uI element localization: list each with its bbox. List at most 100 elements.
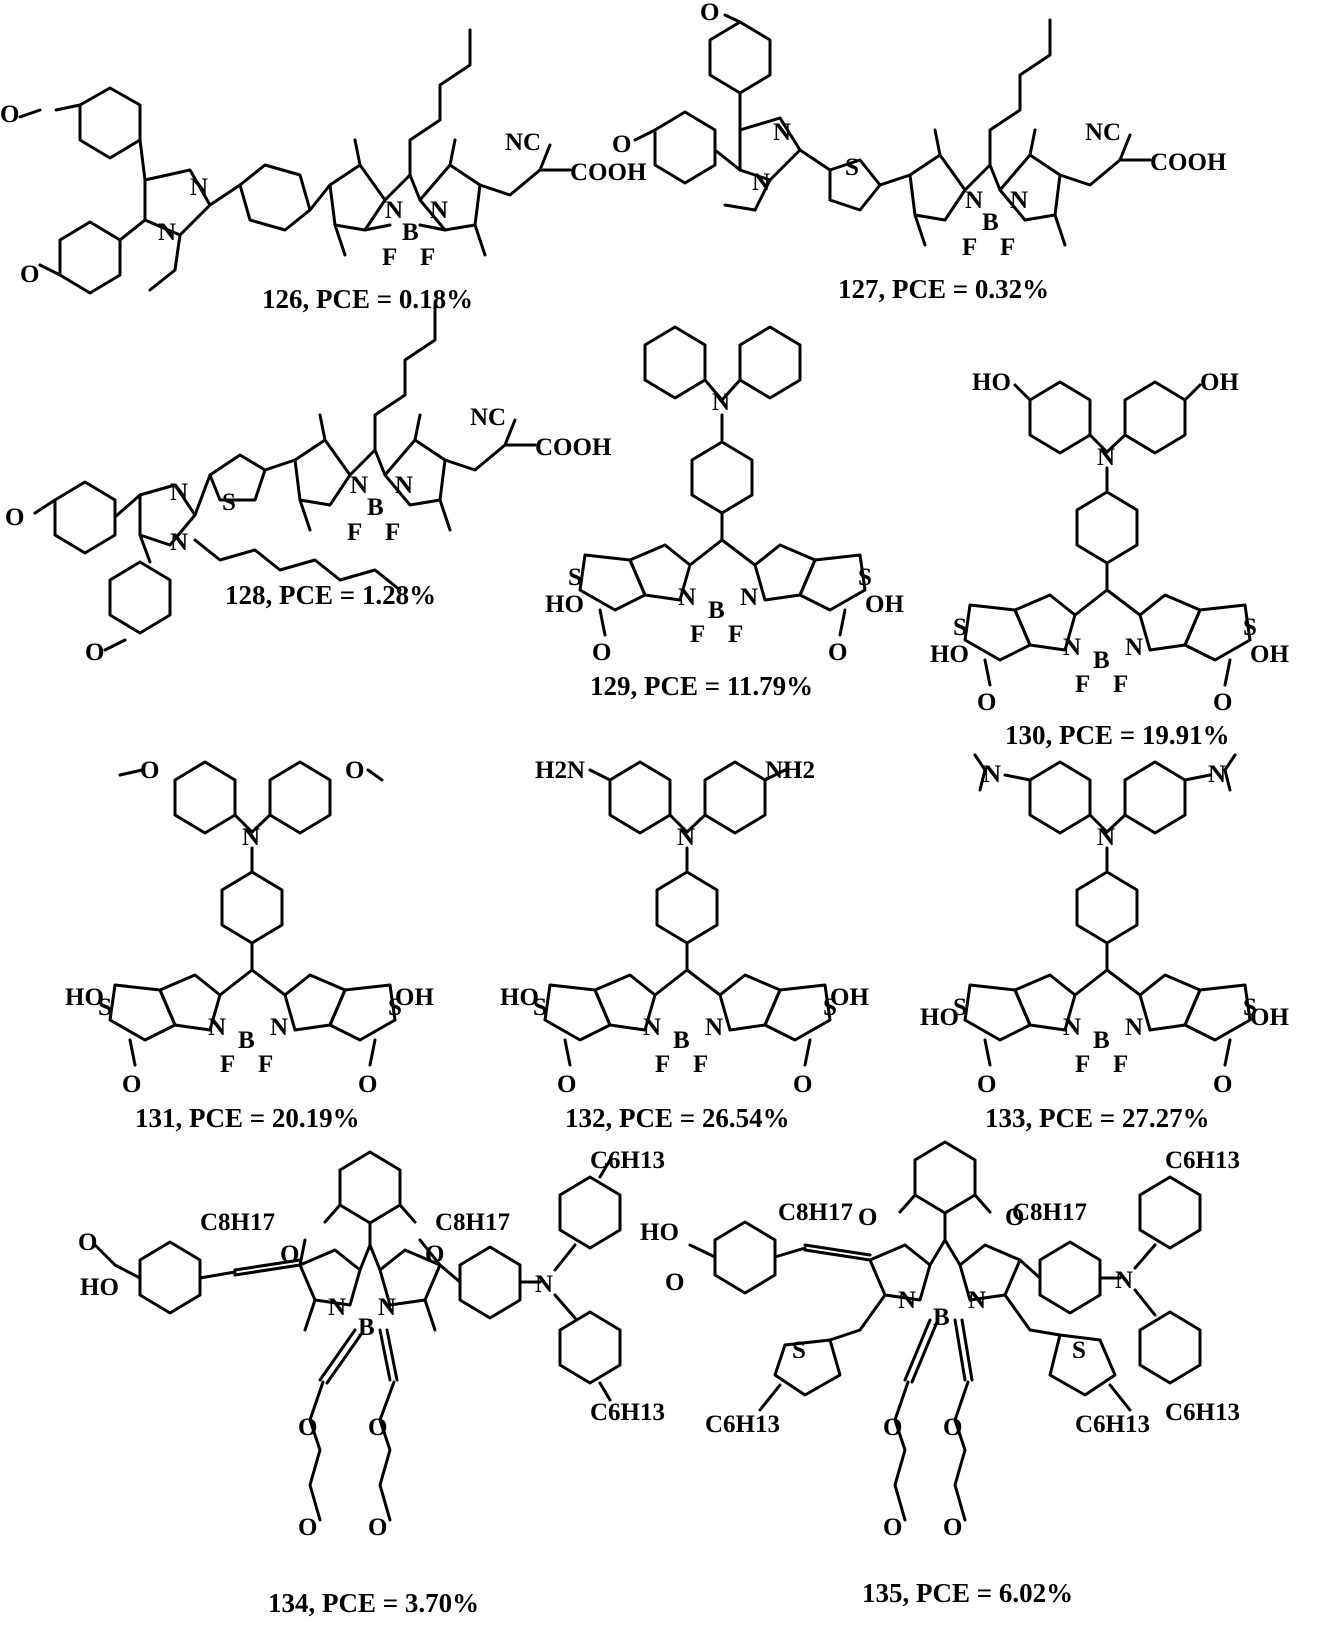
atom-label: F [655,1051,670,1078]
atom-label: O [557,1071,576,1098]
atom-label: F [728,621,743,648]
atom-label: O [612,131,631,158]
atom-label: S [222,489,236,516]
atom-label: O [122,1071,141,1098]
atom-label: F [420,244,435,271]
caption-135: 135, PCE = 6.02% [862,1578,1073,1608]
atom-label: O [5,504,24,531]
atom-label: N [430,197,448,224]
atom-label: S [858,564,872,591]
atom-label: F [962,234,977,261]
atom-label: O [298,1414,317,1441]
caption-126: 126, PCE = 0.18% [262,284,473,314]
atom-label: B [708,597,725,624]
atom-label: S [98,994,112,1021]
atom-label: O [368,1514,387,1541]
atom-label: N [752,169,770,196]
atom-label: N [535,1271,553,1298]
atom-label: N [328,1294,346,1321]
atom-label: F [220,1051,235,1078]
atom-label: B [1093,647,1110,674]
atom-label: O [977,689,996,716]
atom-label: HO [640,1219,679,1246]
atom-label: F [347,519,362,546]
atom-label: HO [545,591,584,618]
structure-129 [578,325,867,637]
atom-label: OH [830,984,869,1011]
atom-label: S [533,994,547,1021]
atom-label: O [883,1514,902,1541]
atom-label: COOH [570,159,647,186]
atom-label: N [170,479,188,506]
atom-label: O [368,1414,387,1441]
atom-label: N [1010,187,1028,214]
caption-130: 130, PCE = 19.91% [1005,720,1230,750]
atom-label: O [345,757,364,784]
atom-label: HO [65,984,104,1011]
atom-label: S [845,154,859,181]
atom-label: N [965,187,983,214]
structure-131 [108,760,397,1067]
atom-label: N [643,1014,661,1041]
atom-label: O [592,639,611,666]
atom-label: N [1208,761,1226,788]
atom-label: S [1243,614,1257,641]
atom-label: N [773,119,791,146]
atom-label: N [898,1287,916,1314]
structure-127 [633,13,1152,247]
atom-label: S [568,564,582,591]
caption-134: 134, PCE = 3.70% [268,1588,479,1618]
nh2-label: NH2 [765,757,815,784]
atom-label: N [1097,444,1115,471]
atom-label: O [700,0,719,26]
atom-label: N [385,197,403,224]
atom-label: N [190,174,208,201]
atom-label: O [0,101,19,128]
atom-label: NC [470,404,506,431]
atom-label: F [1075,671,1090,698]
atom-label: S [792,1337,806,1364]
c8h17-label: C8H17 [200,1209,275,1236]
atom-label: N [740,584,758,611]
structure-126 [18,28,572,295]
atom-label: O [1005,1204,1024,1231]
atom-label: N [270,1014,288,1041]
atom-label: COOH [1150,149,1227,176]
caption-131: 131, PCE = 20.19% [135,1103,360,1133]
atom-label: B [358,1314,375,1341]
atom-label: N [677,824,695,851]
atom-label: F [1000,234,1015,261]
atom-label: N [1063,634,1081,661]
atom-label: OH [1250,1004,1289,1031]
atom-label: NC [505,129,541,156]
atom-label: S [1072,1337,1086,1364]
atom-label: B [933,1304,950,1331]
atom-label: N [983,761,1001,788]
atom-label: O [793,1071,812,1098]
atom-label: S [823,994,837,1021]
atom-label: HO [972,369,1011,396]
atom-label: HO [500,984,539,1011]
caption-128: 128, PCE = 1.28% [225,580,436,610]
atom-label: N [968,1287,986,1314]
atom-label: O [943,1514,962,1541]
atom-label: O [425,1241,444,1268]
atom-label: N [170,529,188,556]
atom-label: O [977,1071,996,1098]
atom-label: N [395,472,413,499]
atom-label: N [678,584,696,611]
atom-label: O [858,1204,877,1231]
atom-label: B [673,1027,690,1054]
atom-label: O [883,1414,902,1441]
atom-label: N [158,219,176,246]
caption-127: 127, PCE = 0.32% [838,274,1049,304]
atom-label: O [20,261,39,288]
atom-label: F [258,1051,273,1078]
atom-label: O [140,757,159,784]
atom-label: O [78,1229,97,1256]
atom-label: O [85,639,104,666]
atom-label: F [1113,1051,1128,1078]
atom-label: N [1115,1267,1133,1294]
atom-label: N [242,824,260,851]
